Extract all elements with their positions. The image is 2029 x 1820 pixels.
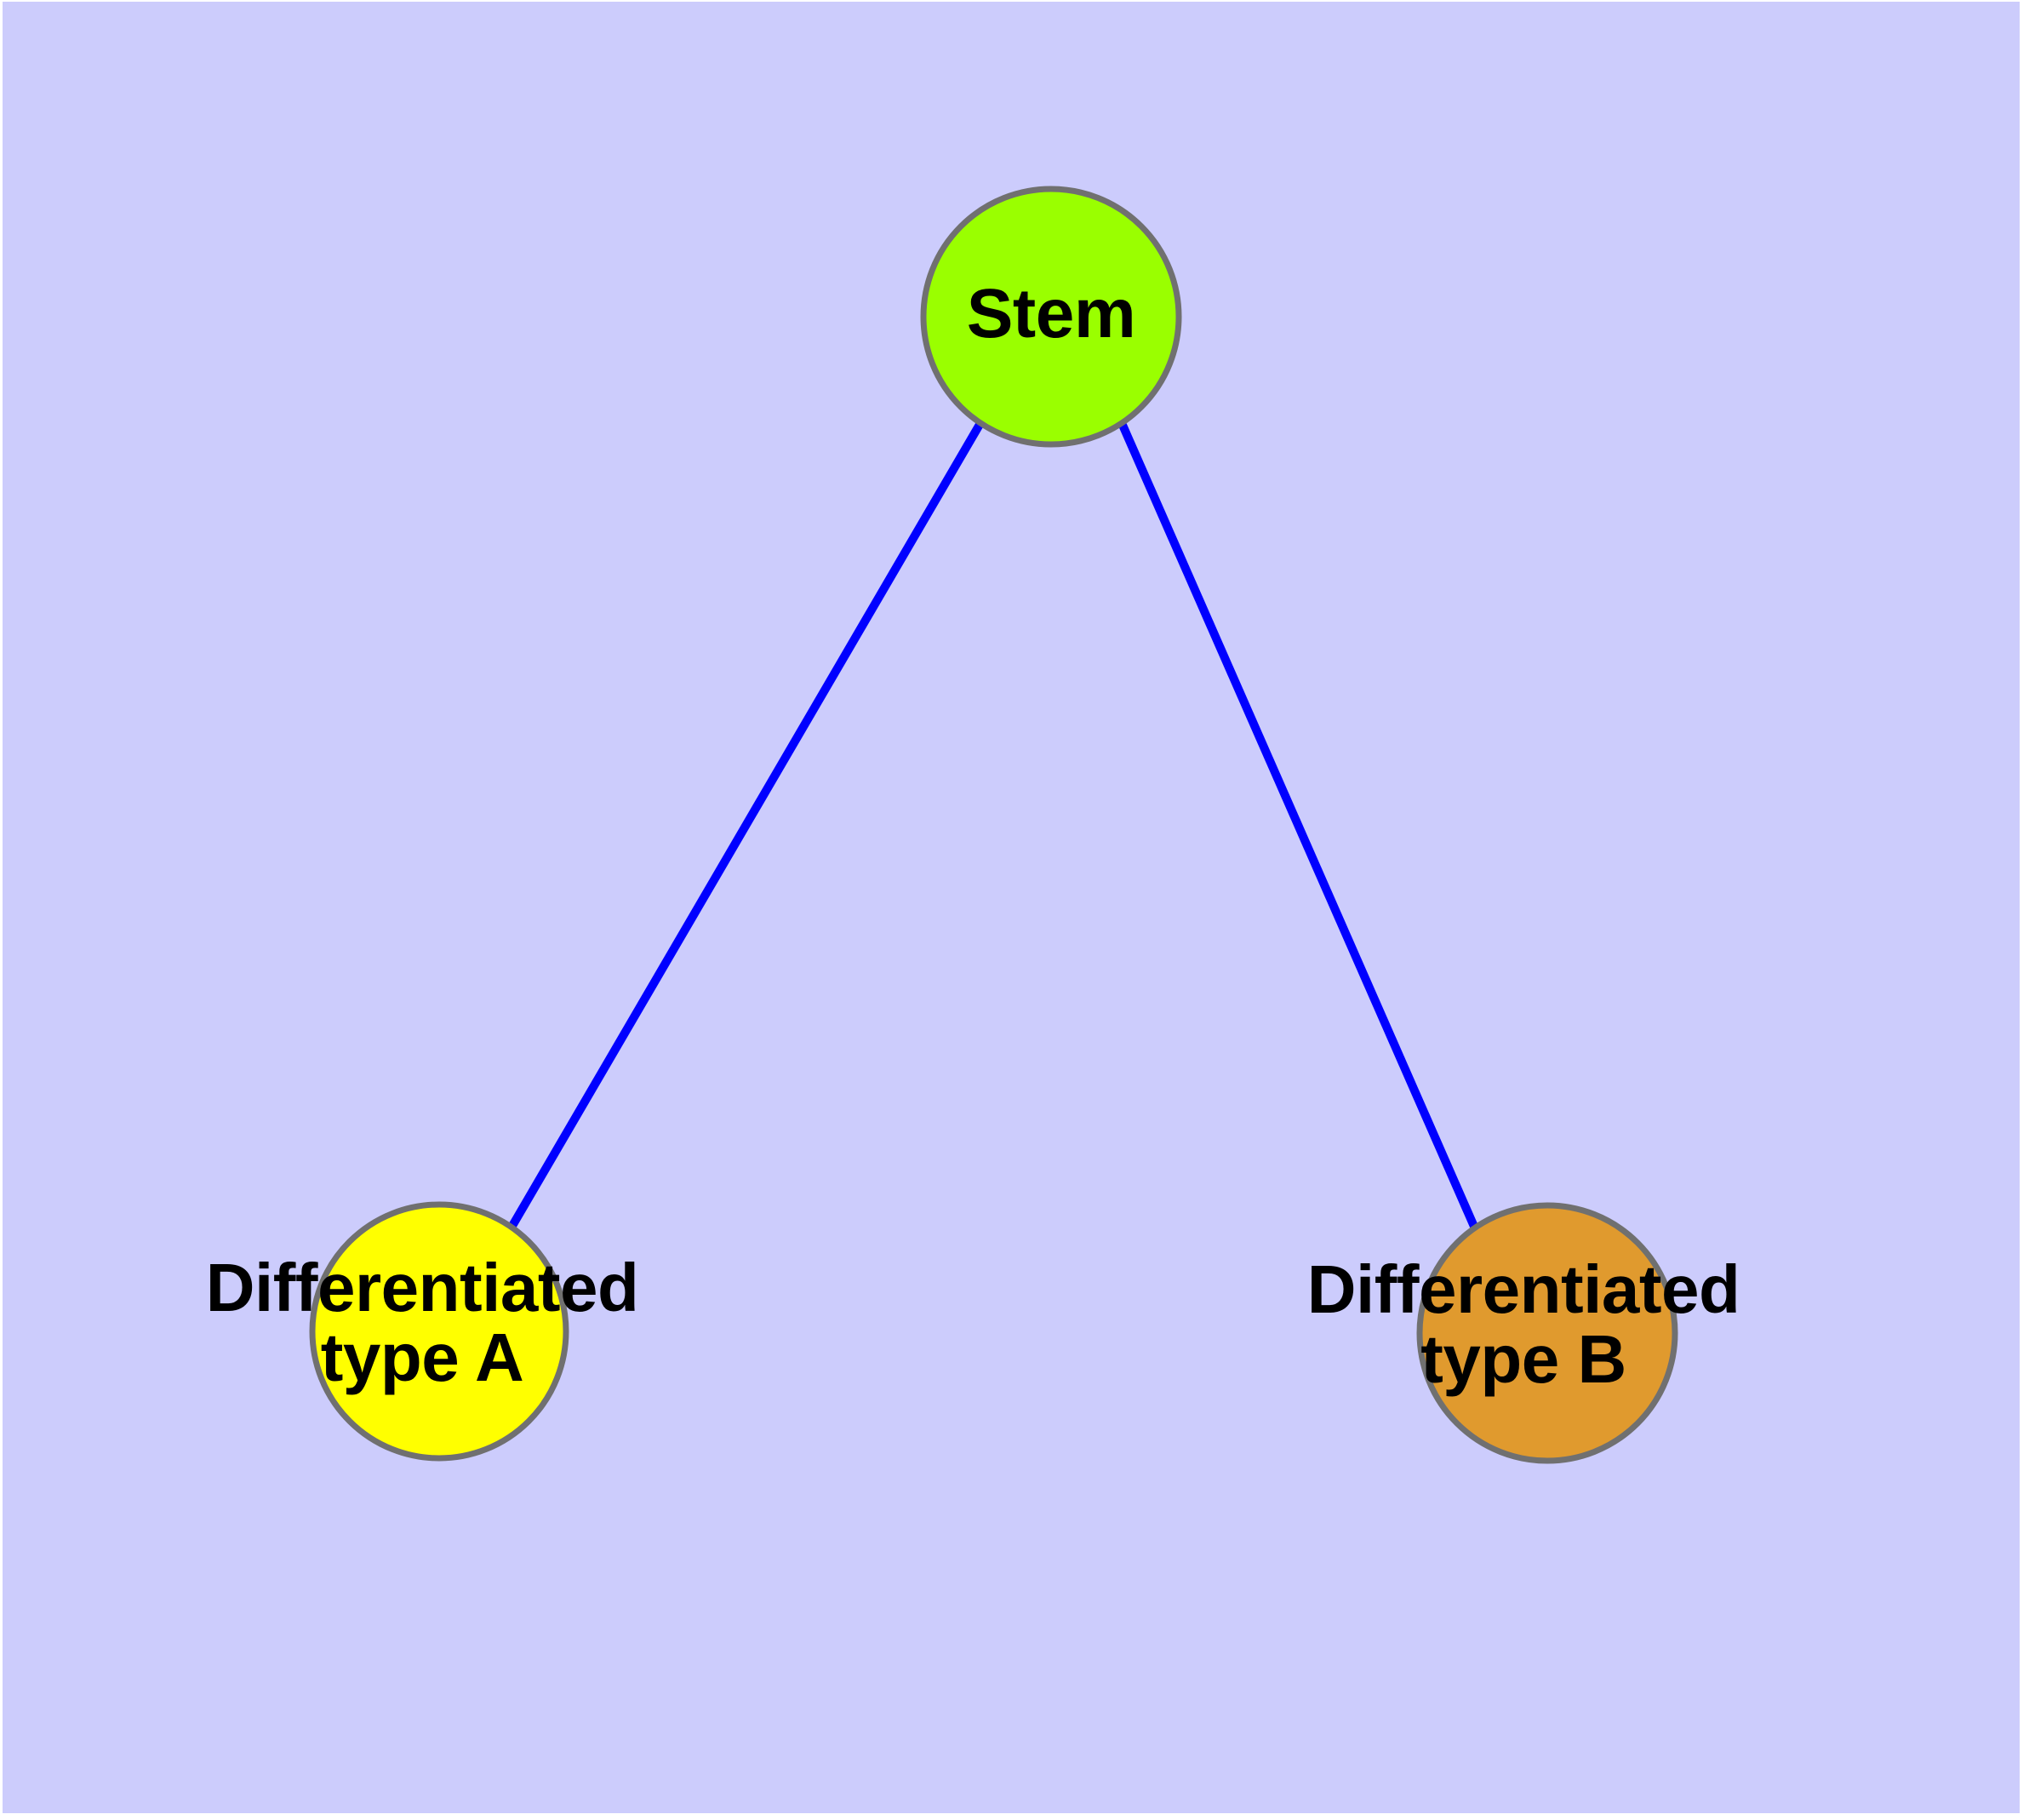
edge-layer [508,421,1479,1231]
node-differentiated-type-a[interactable] [309,1201,569,1462]
node-layer [309,186,1678,1464]
node-stem[interactable] [920,186,1182,448]
node-differentiated-type-b[interactable] [1416,1202,1678,1464]
edge-stem-to-differentiated-type-a[interactable] [508,421,985,1228]
edge-stem-to-differentiated-type-b[interactable] [1117,421,1479,1231]
